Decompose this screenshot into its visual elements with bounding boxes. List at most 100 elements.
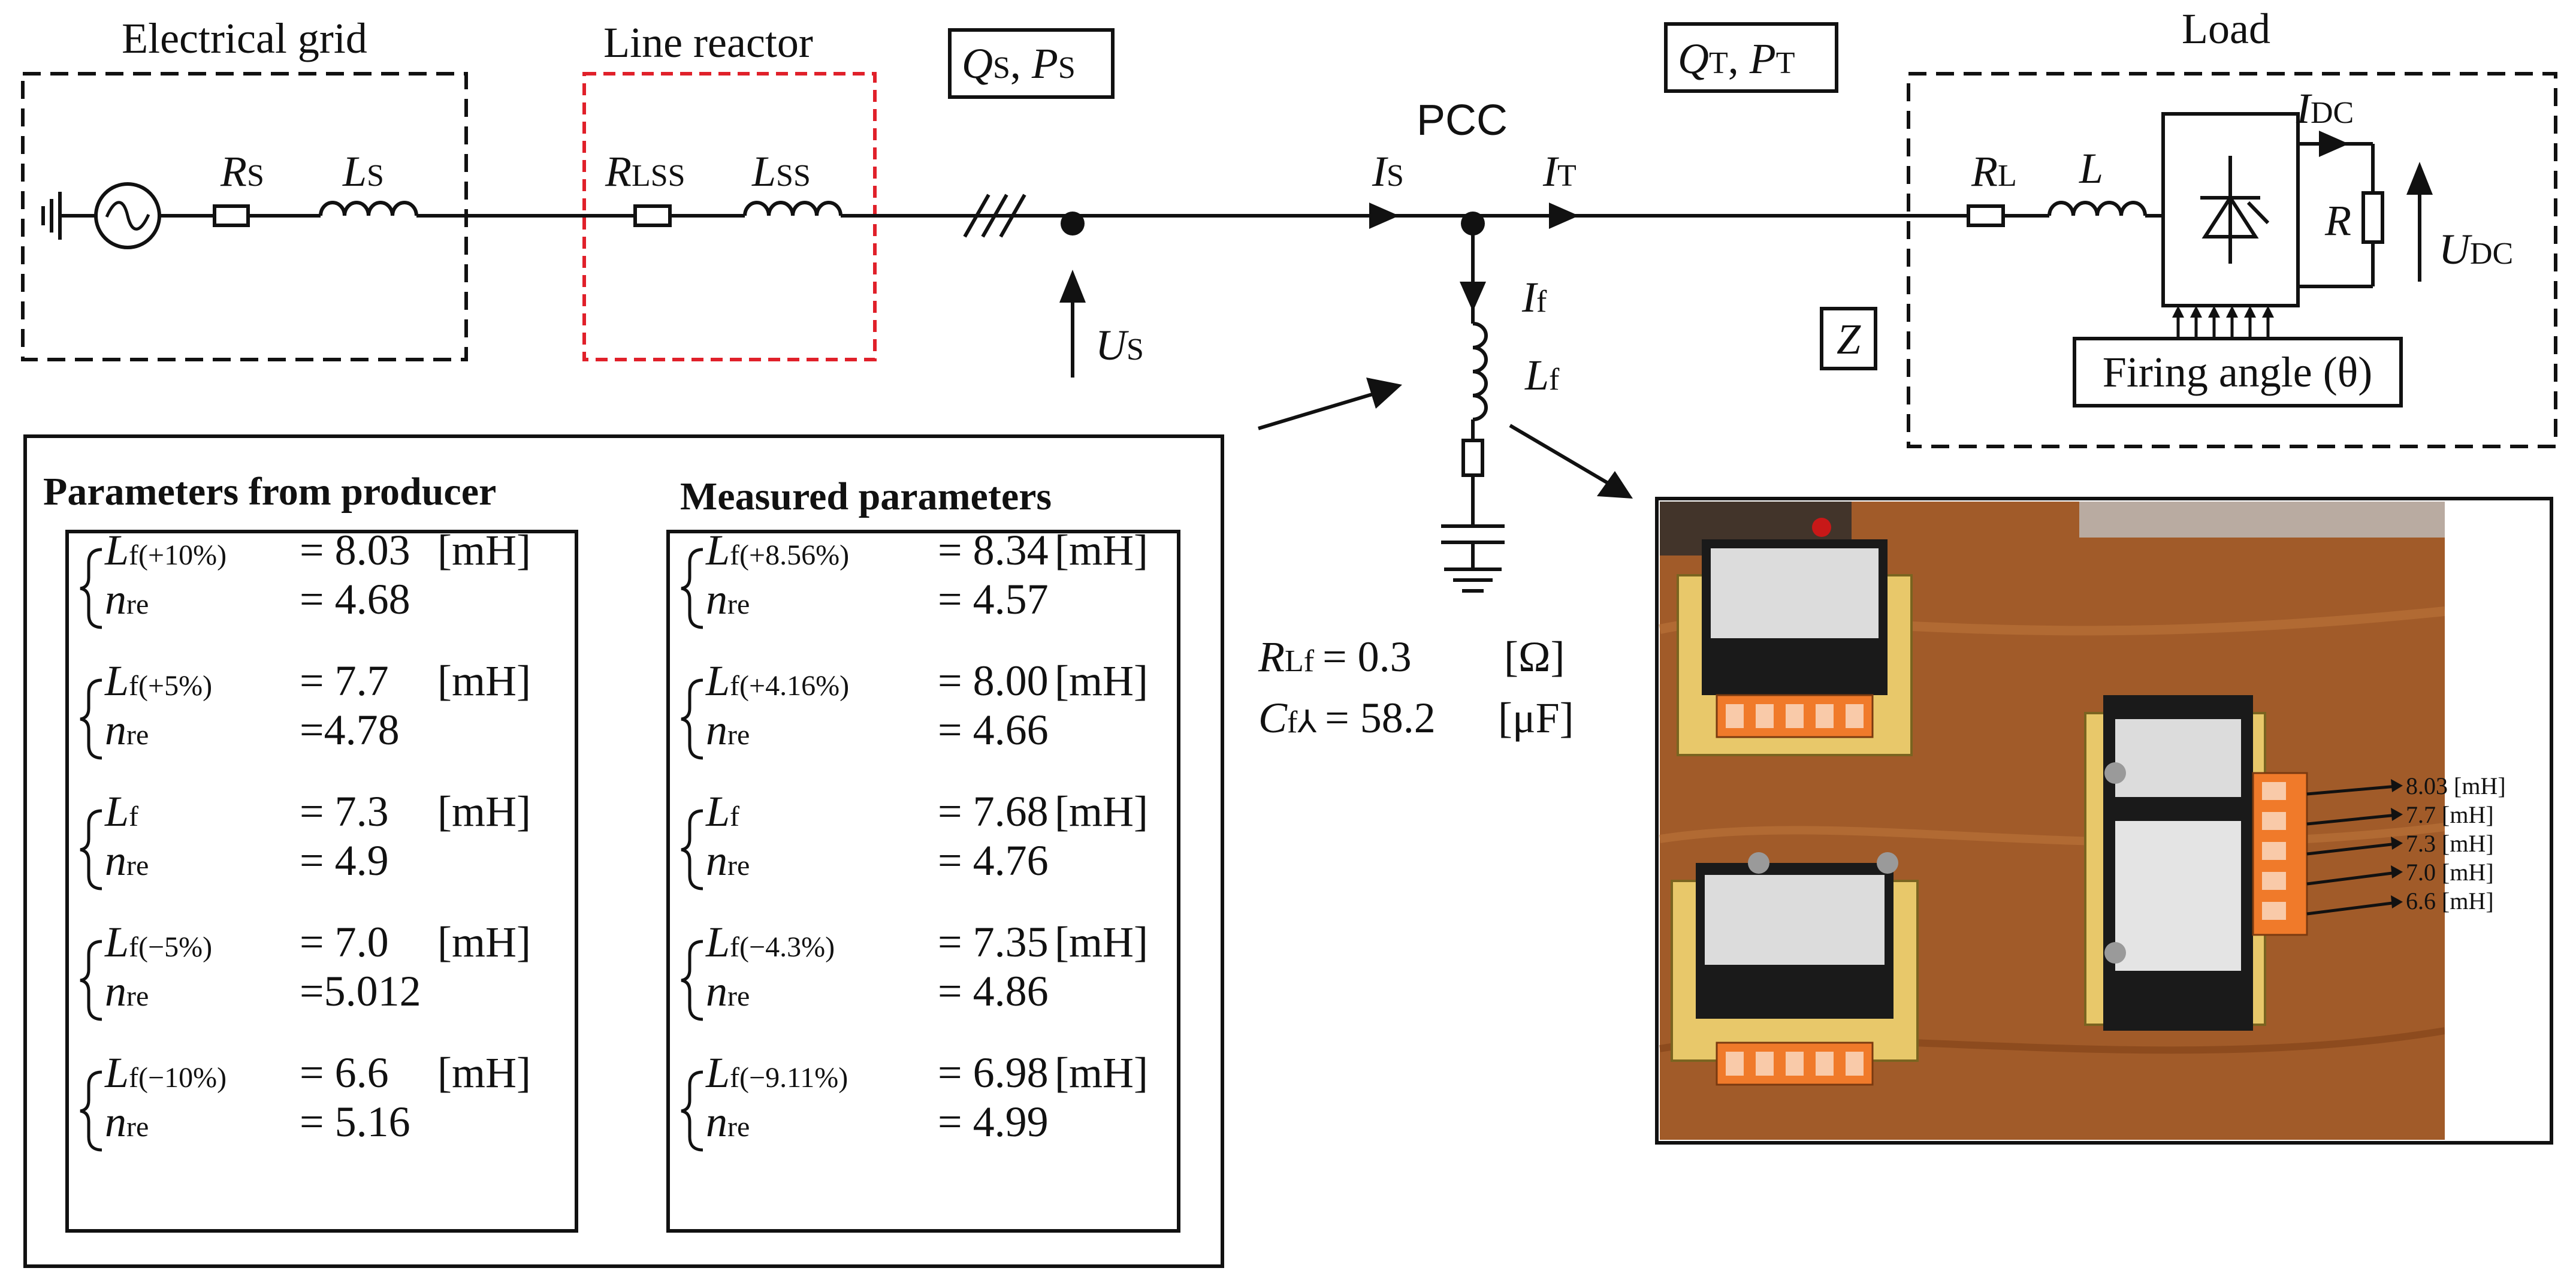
l-label: L	[2079, 144, 2103, 192]
measured-box	[666, 530, 1180, 1233]
three-phase-marks	[963, 194, 1026, 238]
load-inductor	[2047, 201, 2147, 216]
producer-ratio: nre= 4.9	[105, 837, 389, 884]
firing-angle-label: Firing angle (θ)	[2103, 348, 2372, 396]
idc-arrow	[2319, 131, 2349, 157]
udc-label: UDC	[2439, 225, 2513, 273]
tap-label: 7.3 [mH]	[2406, 830, 2494, 857]
rs-label: RS	[220, 147, 264, 195]
source-power-label: QS, PS	[962, 40, 1076, 87]
dc-resistor	[2361, 191, 2384, 244]
producer-row: Lf(+5%)= 7.7[mH]nre=4.78	[80, 657, 531, 760]
grid-resistor	[213, 204, 250, 227]
brace-icon	[681, 809, 703, 890]
filter-resistor	[1461, 439, 1484, 477]
load-power-label: QT, PT	[1678, 35, 1795, 83]
cf-value: Cf⅄= 58.2[μF]	[1258, 694, 1574, 742]
load-title: Load	[2182, 5, 2270, 53]
z-label: Z	[1837, 315, 1861, 363]
producer-row: Lf(−5%)= 7.0[mH]nre=5.012	[80, 918, 531, 1021]
brace-icon	[80, 1070, 102, 1152]
producer-row: Lf(+10%)= 8.03[mH]nre= 4.68	[80, 526, 531, 629]
pointer-arrow-left	[1258, 378, 1402, 430]
measured-row: Lf(+8.56%)= 8.34[mH]nre= 4.57	[681, 526, 1148, 629]
if-arrow	[1460, 282, 1486, 312]
rlss-label: RLSS	[605, 147, 685, 195]
producer-row: Lf(−10%)= 6.6[mH]nre= 5.16	[80, 1049, 531, 1152]
brace-icon	[681, 1070, 703, 1152]
ac-source-icon	[94, 182, 161, 249]
filter-ground-icon	[1444, 567, 1502, 593]
tap-label: 8.03 [mH]	[2406, 772, 2506, 799]
measured-inductance: Lf(+8.56%)= 8.34[mH]	[705, 526, 1148, 574]
brace-icon	[681, 678, 703, 760]
pointer-arrow-right	[1509, 424, 1633, 499]
measured-ratio: nre= 4.86	[706, 967, 1049, 1015]
producer-row: Lf= 7.3[mH]nre= 4.9	[80, 787, 531, 890]
is-arrow	[1369, 203, 1399, 229]
measured-ratio: nre= 4.76	[706, 837, 1049, 884]
rlf-value: RLf= 0.3[Ω]	[1258, 633, 1565, 681]
if-label: If	[1521, 273, 1547, 321]
lss-label: LSS	[751, 147, 811, 195]
line-reactor-title: Line reactor	[603, 19, 813, 67]
producer-inductance: Lf= 7.3[mH]	[104, 787, 531, 835]
firing-signal-arrows	[2172, 306, 2274, 339]
filter-inductor	[1472, 322, 1488, 421]
measured-ratio: nre= 4.99	[706, 1098, 1049, 1146]
producer-box	[65, 530, 578, 1233]
load-resistor	[1967, 204, 2005, 227]
lf-label: Lf	[1524, 351, 1560, 399]
electrical-grid-title: Electrical grid	[122, 14, 367, 62]
measured-inductance: Lf(−4.3%)= 7.35[mH]	[705, 918, 1148, 966]
source-power-box	[948, 28, 1115, 99]
inductor-photo	[1655, 497, 2553, 1145]
it-arrow	[1549, 203, 1579, 229]
measured-rows: Lf(+8.56%)= 8.34[mH]nre= 4.57Lf(+4.16%)=…	[681, 526, 1148, 1152]
producer-inductance: Lf(+5%)= 7.7[mH]	[104, 657, 531, 705]
producer-inductance: Lf(−5%)= 7.0[mH]	[104, 918, 531, 966]
ls-label: LS	[342, 147, 384, 195]
measured-row: Lf(−9.11%)= 6.98[mH]nre= 4.99	[681, 1049, 1148, 1152]
grid-inductor	[319, 201, 418, 216]
tap-arrows	[2306, 779, 2403, 916]
tap-label: 6.6 [mH]	[2406, 887, 2494, 914]
tap-label: 7.7 [mH]	[2406, 801, 2494, 828]
tap-label: 7.0 [mH]	[2406, 859, 2494, 886]
ground-symbol	[41, 192, 96, 240]
z-box	[1820, 307, 1877, 370]
reactor-resistor	[633, 204, 672, 227]
brace-icon	[681, 548, 703, 629]
us-node	[1061, 212, 1085, 236]
measured-ratio: nre= 4.57	[706, 575, 1049, 623]
measured-inductance: Lf= 7.68[mH]	[705, 787, 1148, 835]
measured-row: Lf= 7.68[mH]nre= 4.76	[681, 787, 1148, 890]
idc-label: IDC	[2296, 84, 2354, 132]
brace-icon	[80, 809, 102, 890]
measured-row: Lf(+4.16%)= 8.00[mH]nre= 4.66	[681, 657, 1148, 760]
us-arrow	[1059, 270, 1086, 378]
tap-labels: 8.03 [mH]7.7 [mH]7.3 [mH]7.0 [mH]6.6 [mH…	[2406, 772, 2506, 914]
brace-icon	[80, 678, 102, 760]
rl-label: RL	[1971, 147, 2017, 195]
pcc-label: PCC	[1417, 96, 1508, 144]
producer-ratio: nre=5.012	[105, 967, 421, 1015]
us-label: US	[1095, 321, 1144, 369]
measured-row: Lf(−4.3%)= 7.35[mH]nre= 4.86	[681, 918, 1148, 1021]
firing-angle-box	[2073, 337, 2403, 407]
brace-icon	[80, 940, 102, 1021]
measured-inductance: Lf(−9.11%)= 6.98[mH]	[705, 1049, 1148, 1097]
udc-arrow	[2406, 162, 2433, 282]
brace-icon	[80, 548, 102, 629]
producer-inductance: Lf(+10%)= 8.03[mH]	[104, 526, 531, 574]
producer-inductance: Lf(−10%)= 6.6[mH]	[104, 1049, 531, 1097]
producer-ratio: nre= 5.16	[105, 1098, 410, 1146]
measured-inductance: Lf(+4.16%)= 8.00[mH]	[705, 657, 1148, 705]
load-power-box	[1664, 22, 1838, 93]
measured-title: Measured parameters	[680, 475, 1052, 518]
load-box	[1907, 72, 2557, 448]
it-label: IT	[1542, 147, 1577, 195]
producer-ratio: nre= 4.68	[105, 575, 410, 623]
